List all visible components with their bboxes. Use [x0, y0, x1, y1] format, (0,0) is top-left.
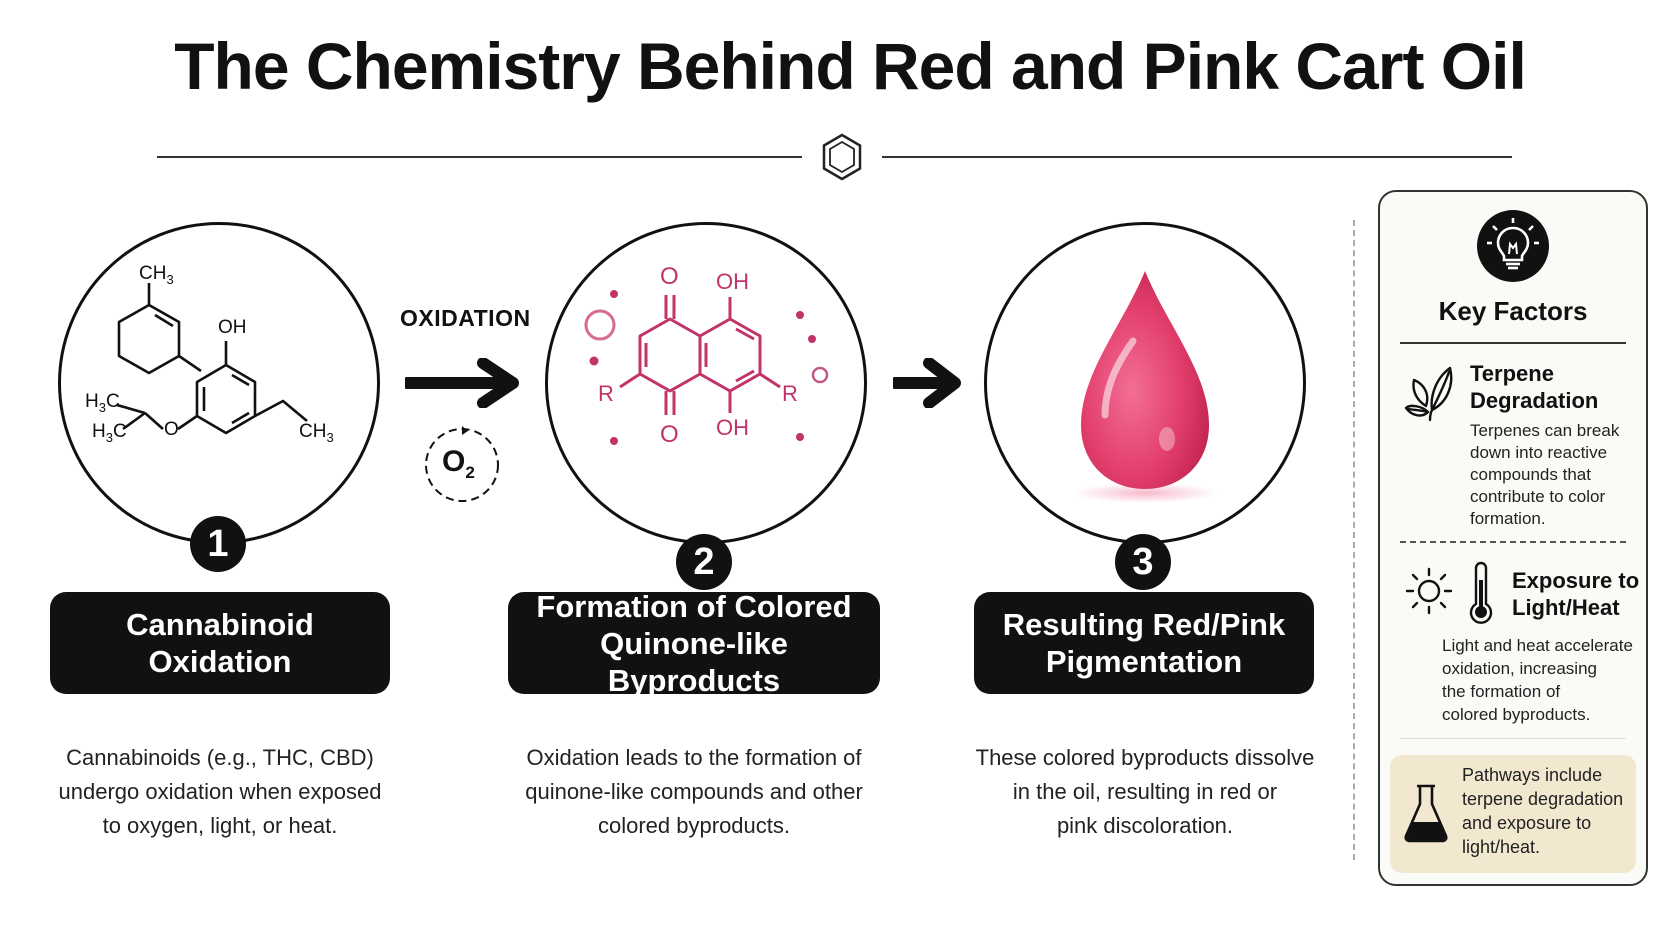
step-1-description: Cannabinoids (e.g., THC, CBD) undergo ox… [58, 745, 382, 838]
factor-separator [1400, 541, 1626, 543]
step-3-number-badge: 3 [1115, 534, 1171, 590]
h3c-label-1: H3C [85, 391, 120, 415]
factor-light-heat-text: Light and heat accelerate oxidation, inc… [1442, 636, 1633, 724]
step-2-description: Oxidation leads to the formation of quin… [525, 745, 863, 838]
leaf-icon [1402, 360, 1458, 424]
factor-terpene-text: Terpenes can break down into reactive co… [1470, 421, 1620, 528]
r-right-label: R [782, 381, 798, 406]
factor-terpene-title: Terpene Degradation [1470, 361, 1599, 413]
thermometer-icon [1466, 560, 1496, 626]
oh-top-label: OH [716, 269, 749, 294]
step-1-number-badge: 1 [190, 516, 246, 572]
arrow-right-icon [401, 357, 525, 413]
key-factors-title: Key Factors [1438, 296, 1588, 326]
ch3-top-label: CH3 [139, 263, 174, 287]
arrow-right-icon [889, 357, 965, 413]
divider-right [882, 156, 1512, 158]
page-title: The Chemistry Behind Red and Pink Cart O… [174, 29, 1527, 103]
o2-label: O2 [442, 445, 475, 482]
hexagon-icon [820, 132, 864, 182]
factor-light-heat-title: Exposure to Light/Heat [1512, 568, 1640, 620]
oh-bottom-label: OH [716, 415, 749, 440]
divider-left [157, 156, 802, 158]
o-bottom-label: O [660, 421, 679, 448]
step-1-circle: CH3 OH H3C H3C O CH3 [58, 222, 380, 544]
quinone-molecule [584, 290, 829, 445]
step-3-circle [984, 222, 1306, 544]
cannabinoid-molecule [116, 283, 308, 435]
o-top-label: O [660, 263, 679, 290]
key-factors-rule [1400, 342, 1626, 344]
sun-icon [1404, 566, 1454, 616]
vertical-separator [1353, 220, 1355, 860]
r-left-label: R [598, 381, 614, 406]
pathways-box [1390, 755, 1636, 873]
oxidation-label: OXIDATION [400, 305, 531, 331]
pathways-text: Pathways include terpene degradation and… [1462, 765, 1624, 857]
oxygen-atom-label: O [164, 419, 179, 440]
lightbulb-icon [1477, 210, 1549, 282]
ch3-right-label: CH3 [299, 421, 334, 445]
step-2-circle: O O OH OH R R [545, 222, 867, 544]
oxygen-cycle-icon: O2 [422, 425, 502, 505]
step-2-number-badge: 2 [676, 534, 732, 590]
flask-icon [1402, 782, 1450, 844]
oh-label: OH [218, 317, 247, 338]
step-3-description: These colored byproducts dissolve in the… [975, 745, 1315, 838]
droplet-icon [1073, 271, 1217, 503]
panel-thin-rule [1400, 738, 1626, 739]
h3c-label-2: H3C [92, 421, 127, 445]
